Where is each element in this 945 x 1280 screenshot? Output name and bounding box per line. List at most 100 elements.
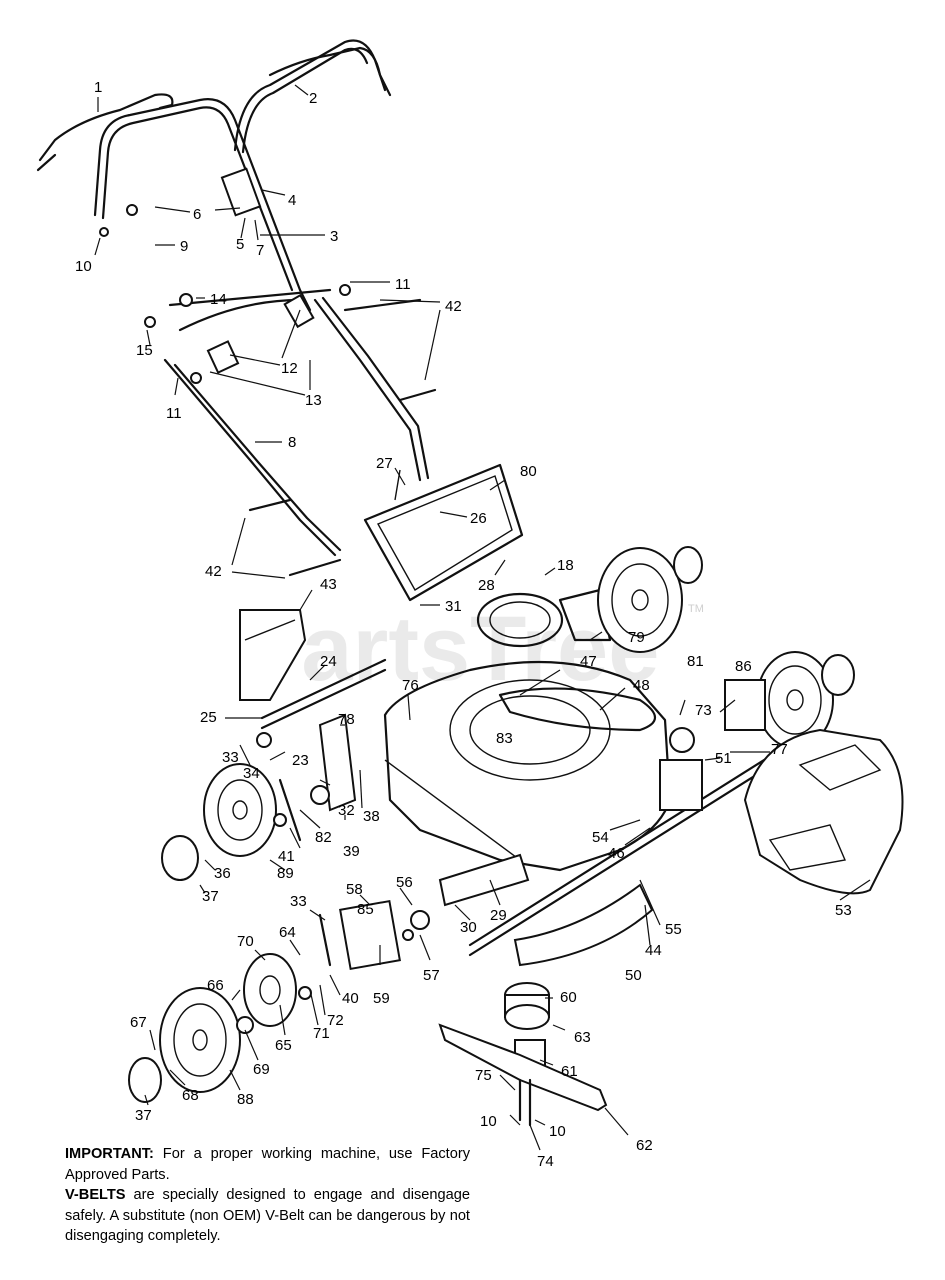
callout-9: 9 (180, 238, 188, 255)
notes-block: IMPORTANT: For a proper working machine,… (65, 1144, 470, 1247)
callout-10c: 10 (549, 1123, 566, 1140)
control-bail-right (268, 46, 392, 97)
blade (438, 1023, 608, 1112)
callout-70: 70 (237, 933, 254, 950)
important-note: IMPORTANT: For a proper working machine,… (65, 1144, 470, 1185)
drive-shield (513, 883, 654, 967)
callout-36: 36 (214, 865, 231, 882)
lower-height-adjuster (298, 899, 430, 1000)
grass-bag-frame (363, 463, 524, 602)
callout-29: 29 (490, 907, 507, 924)
callout-5: 5 (236, 236, 244, 253)
callout-23: 23 (292, 752, 309, 769)
front-height-adjuster (273, 713, 357, 842)
handle-clamps (99, 167, 351, 384)
callout-24: 24 (320, 653, 337, 670)
callout-44: 44 (645, 942, 662, 959)
rear-flap (239, 609, 307, 701)
watermark: PartsTree (240, 598, 659, 700)
front-wheel-89 (161, 763, 277, 881)
watermark-tm: TM (688, 603, 704, 615)
vbelt-note: V-BELTS are specially designed to engage… (65, 1185, 470, 1247)
callout-64: 64 (279, 924, 296, 941)
callout-77: 77 (771, 741, 788, 758)
callout-58: 58 (346, 881, 363, 898)
callout-42b: 42 (205, 563, 222, 580)
callout-11b: 11 (166, 405, 182, 422)
callout-71: 71 (313, 1025, 330, 1042)
callout-72: 72 (327, 1012, 344, 1029)
callout-63: 63 (574, 1029, 591, 1046)
callout-73: 73 (695, 702, 712, 719)
callout-15: 15 (136, 342, 153, 359)
callout-7: 7 (256, 242, 264, 259)
callout-50: 50 (625, 967, 642, 984)
callout-38: 38 (363, 808, 380, 825)
callout-59: 59 (373, 990, 390, 1007)
callout-30: 30 (460, 919, 477, 936)
callout-54: 54 (592, 829, 609, 846)
callout-75: 75 (475, 1067, 492, 1084)
belt-guard (476, 588, 612, 648)
callout-37b: 37 (135, 1107, 152, 1124)
callout-48: 48 (633, 677, 650, 694)
callout-88: 88 (237, 1091, 254, 1108)
side-discharge-chute (438, 853, 530, 907)
upper-handle (93, 39, 387, 312)
callout-68: 68 (182, 1087, 199, 1104)
handle-bolts (248, 298, 437, 577)
callout-53: 53 (835, 902, 852, 919)
callout-74: 74 (537, 1153, 554, 1170)
callout-62: 62 (636, 1137, 653, 1154)
callout-51: 51 (715, 750, 732, 767)
callout-69: 69 (253, 1061, 270, 1078)
callout-41: 41 (278, 848, 295, 865)
callout-85: 85 (357, 901, 374, 918)
callout-79: 79 (628, 629, 645, 646)
leader-lines (94, 84, 871, 1151)
important-label: IMPORTANT: (65, 1146, 154, 1162)
callout-33b: 33 (290, 893, 307, 910)
callout-31: 31 (445, 598, 462, 615)
callout-83: 83 (496, 730, 513, 747)
lower-handle (163, 288, 430, 557)
callout-81: 81 (687, 653, 704, 670)
callout-8: 8 (288, 434, 296, 451)
callout-89: 89 (277, 865, 294, 882)
callout-43: 43 (320, 576, 337, 593)
callout-32: 32 (338, 802, 355, 819)
vbelts-label: V-BELTS (65, 1187, 126, 1204)
callout-82: 82 (315, 829, 332, 846)
callout-86: 86 (735, 658, 752, 675)
callout-78: 78 (338, 711, 355, 728)
callout-25: 25 (200, 709, 217, 726)
callout-42a: 42 (445, 298, 462, 315)
callout-labels: 1 2 3 4 6 5 7 9 10 11 14 42 15 12 13 11 … (75, 79, 852, 1170)
callout-33a: 33 (222, 749, 239, 766)
front-wheel-88 (128, 953, 297, 1103)
v-belt (498, 687, 657, 732)
callout-11a: 11 (395, 276, 411, 293)
callout-61: 61 (561, 1063, 578, 1080)
callout-2: 2 (309, 90, 317, 107)
callout-10b: 10 (480, 1113, 497, 1130)
hinge-rod (256, 658, 387, 748)
callout-18: 18 (557, 557, 574, 574)
important-text: For a proper working machine, use Factor… (65, 1146, 470, 1183)
callout-66: 66 (207, 977, 224, 994)
callout-4: 4 (288, 192, 296, 209)
callout-76: 76 (402, 677, 419, 694)
callout-27: 27 (376, 455, 393, 472)
callout-65: 65 (275, 1037, 292, 1054)
callout-12: 12 (281, 360, 298, 377)
callout-56: 56 (396, 874, 413, 891)
callout-55: 55 (665, 921, 682, 938)
vbelts-text: are specially designed to engage and dis… (65, 1187, 470, 1245)
callout-10a: 10 (75, 258, 92, 275)
rear-shield (743, 728, 904, 895)
callout-80: 80 (520, 463, 537, 480)
callout-34: 34 (243, 765, 260, 782)
blade-bolts (518, 1078, 532, 1127)
callout-40: 40 (342, 990, 359, 1007)
